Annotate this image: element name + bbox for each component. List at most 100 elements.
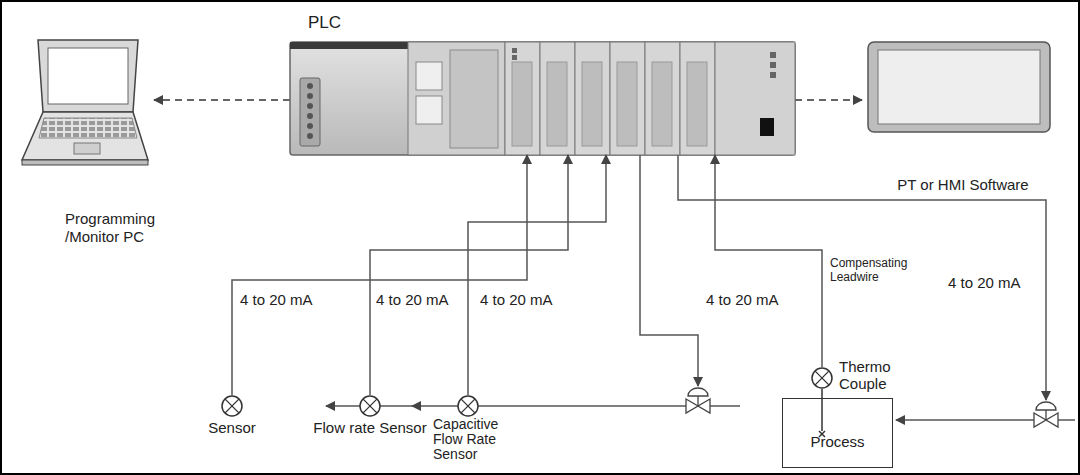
control-valve — [686, 388, 710, 413]
plc-illustration — [547, 62, 567, 146]
edge-label: 4 to 20 mA — [480, 291, 570, 309]
flow-sensor-symbol: Flow rate Sensor — [359, 395, 381, 417]
control-valve — [1036, 402, 1056, 410]
plc-illustration — [610, 42, 645, 155]
node-label: Sensor — [182, 419, 282, 437]
plc-illustration — [680, 42, 715, 155]
plc-illustration — [408, 42, 505, 155]
control-valve — [1046, 413, 1058, 427]
node-label: PT or HMI Software — [870, 176, 1056, 194]
plc-illustration — [512, 48, 517, 53]
sensor-circle — [222, 396, 242, 416]
laptop-illustration — [22, 40, 148, 165]
sensor-cross — [225, 399, 239, 413]
hmi-panel: PT or HMI Software — [868, 42, 1050, 132]
node-label: Thermo Couple — [839, 358, 905, 392]
edge-label: 4 to 20 mA — [240, 291, 330, 309]
plc-illustration — [582, 62, 602, 146]
plc-illustration — [307, 83, 313, 89]
sensor-circle — [811, 367, 833, 389]
sensor-cross — [225, 399, 239, 413]
control-valve — [1034, 413, 1046, 427]
sensor-circle — [360, 396, 380, 416]
node-label: PLC — [308, 13, 368, 33]
plc-illustration — [770, 62, 776, 68]
node-label: Programming /Monitor PC — [65, 210, 175, 246]
signal-label: 4 to 20 mA — [948, 274, 1038, 292]
signal-wire — [468, 155, 606, 395]
laptop-illustration — [22, 112, 148, 160]
plc-illustration — [770, 52, 776, 58]
plc-illustration — [505, 42, 540, 155]
edge-label: 4 to 20 mA — [376, 291, 466, 309]
data-link-arrow — [795, 99, 862, 101]
sensor-cross — [363, 399, 377, 413]
plc-illustration — [760, 118, 774, 136]
plc-illustration — [512, 62, 532, 146]
node-label: Capacitive Flow Rate Sensor — [433, 417, 523, 462]
sensor-cross — [461, 399, 475, 413]
plc-illustration — [416, 96, 442, 124]
sensor-circle — [812, 368, 832, 388]
laptop-illustration — [38, 40, 138, 112]
data-link-arrow — [154, 99, 290, 101]
control-valve — [697, 396, 698, 406]
programming-pc: Programming /Monitor PC — [20, 38, 148, 170]
plc-illustration — [307, 103, 313, 109]
sensor-circle — [457, 395, 479, 417]
plc-illustration — [617, 62, 637, 146]
sensor-cross — [815, 371, 829, 385]
signal-label: 4 to 20 mA — [706, 291, 796, 309]
plc-illustration — [575, 42, 610, 155]
node-label: Flow rate Sensor — [294, 419, 446, 437]
control-valve — [698, 399, 710, 413]
sensor-symbol: Sensor — [221, 395, 243, 417]
thermocouple-probe — [821, 389, 823, 431]
laptop-illustration — [22, 160, 148, 165]
signal-wire — [715, 155, 822, 367]
sensor-cross — [461, 399, 475, 413]
control-valve — [1045, 410, 1046, 420]
sensor-cross — [815, 371, 829, 385]
sensor-circle — [359, 395, 381, 417]
plc-illustration — [540, 42, 575, 155]
laptop-illustration — [39, 118, 137, 138]
plc-illustration — [687, 62, 707, 146]
control-output-line — [640, 155, 698, 386]
control-valve — [688, 388, 708, 396]
control-valve — [686, 399, 698, 413]
plc-illustration — [307, 93, 313, 99]
plc-illustration — [290, 42, 795, 155]
sensor-cross — [363, 399, 377, 413]
plc-illustration — [307, 123, 313, 129]
plc-illustration — [307, 113, 313, 119]
plc-illustration — [290, 42, 795, 155]
plc-unit: PLC — [290, 42, 795, 155]
plc-illustration — [652, 62, 672, 146]
thermocouple-symbol: Thermo Couple — [811, 367, 833, 389]
laptop-illustration — [48, 48, 128, 104]
plc-illustration — [512, 55, 517, 60]
plc-illustration — [290, 42, 408, 49]
sensor-circle — [458, 396, 478, 416]
edge-label: Compensating Leadwire — [830, 256, 914, 284]
plc-illustration — [450, 50, 498, 148]
signal-wire — [370, 155, 568, 395]
plc-illustration — [770, 72, 776, 78]
plc-illustration — [307, 133, 313, 139]
plc-illustration — [645, 42, 680, 155]
plc-illustration — [300, 78, 320, 146]
control-valve — [1034, 402, 1058, 427]
capacitive-sensor-symbol: Capacitive Flow Rate Sensor — [457, 395, 479, 417]
sensor-circle — [221, 395, 243, 417]
signal-wire — [232, 155, 527, 395]
plc-illustration — [715, 42, 795, 155]
hmi-panel-illustration — [868, 42, 1050, 132]
hmi-panel-illustration — [868, 42, 1050, 132]
plc-illustration — [416, 62, 442, 90]
process-box: Process — [782, 398, 893, 468]
thermocouple-probe — [819, 389, 825, 437]
